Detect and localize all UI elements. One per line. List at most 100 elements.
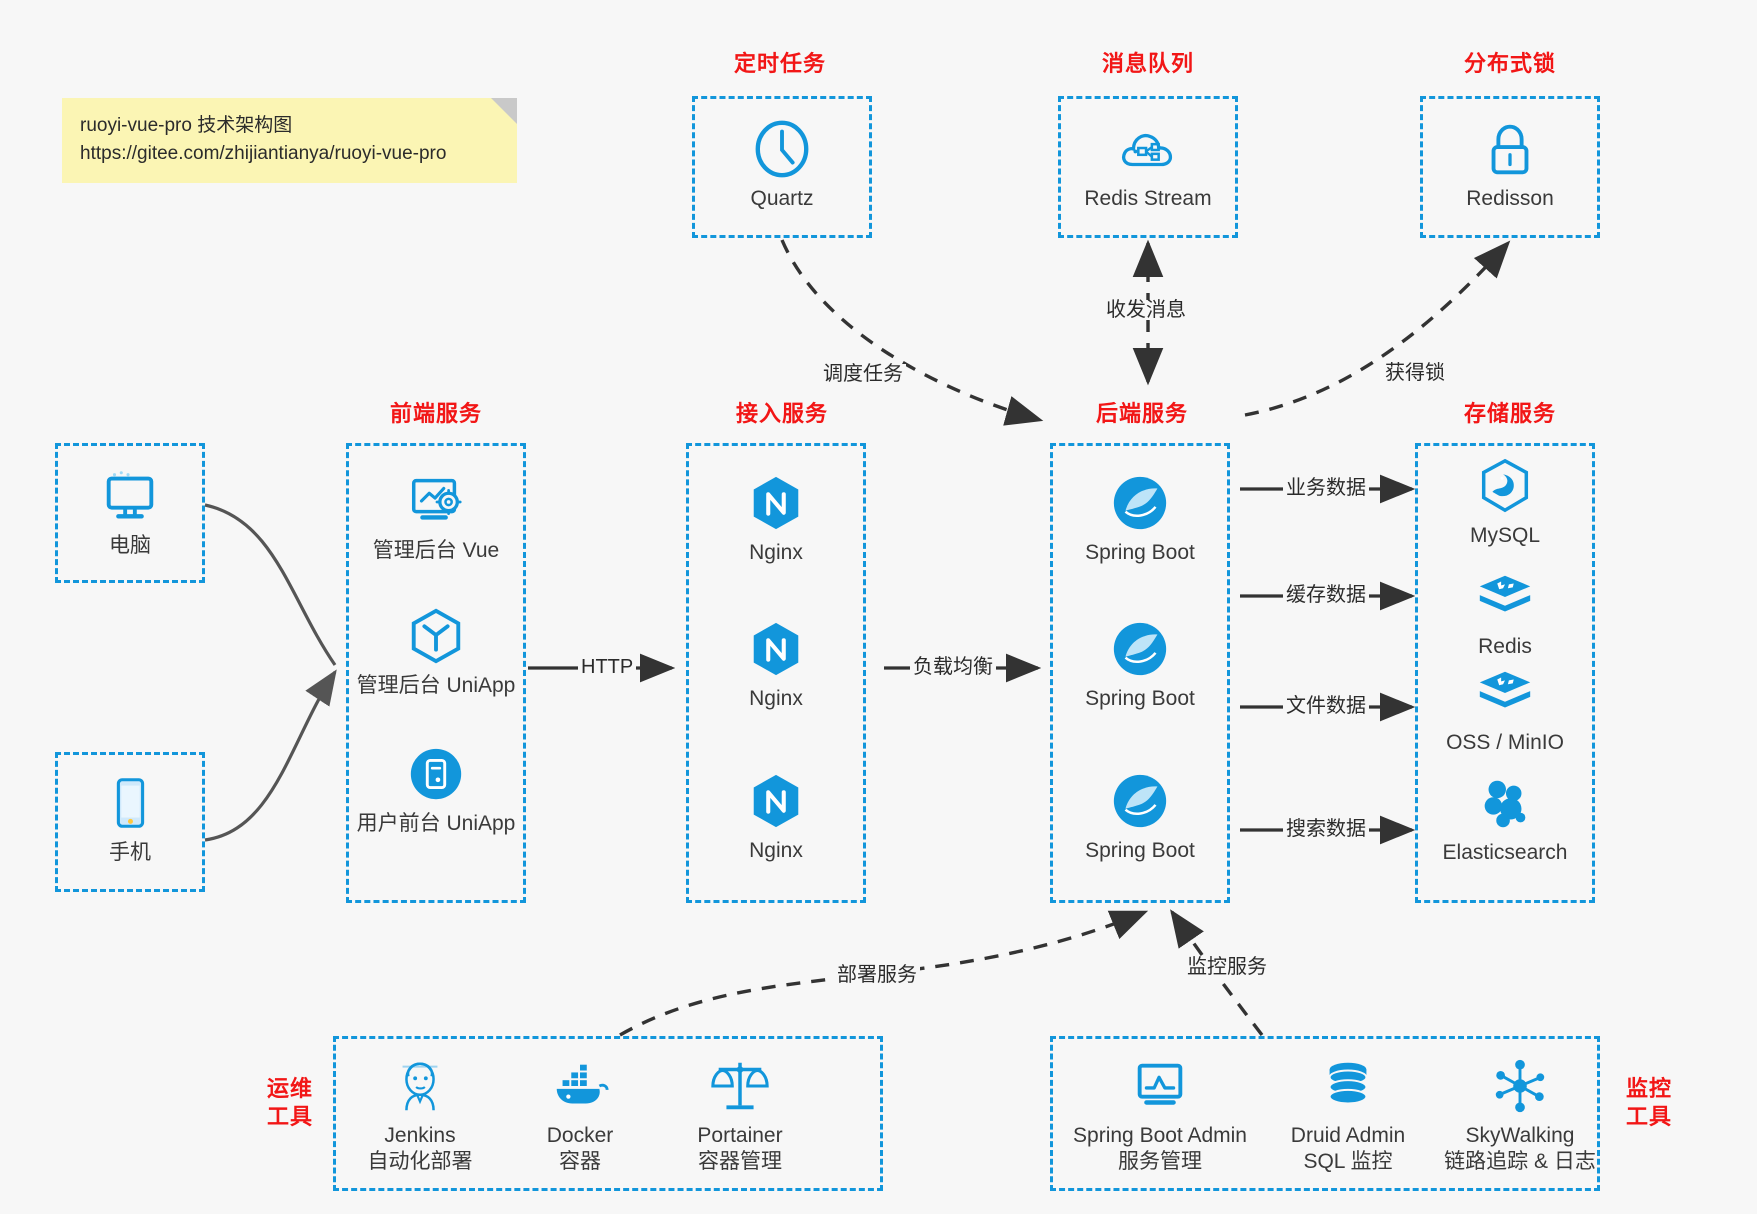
node-label: Nginx (749, 687, 803, 710)
nginx-icon (753, 774, 799, 828)
node-elasticsearch[interactable]: Elasticsearch (1415, 772, 1595, 866)
cube-icon (411, 608, 461, 664)
node-docker[interactable]: Docker 容器 (490, 1055, 670, 1176)
note-fold-corner (491, 98, 517, 124)
node-pc[interactable]: 电脑 (40, 465, 220, 559)
group-box-monitor-tools (1050, 1036, 1600, 1191)
app-circle-icon (410, 748, 462, 800)
group-header-distributed-lock: 分布式锁 (1463, 51, 1556, 76)
group-box-storage-service (1415, 443, 1595, 903)
monitor-header-line2: 工具 (1625, 1103, 1672, 1129)
node-sublabel: 容器 (559, 1150, 601, 1174)
group-header-scheduled-task: 定时任务 (733, 51, 826, 76)
edge-label-http: HTTP (578, 657, 637, 677)
edge-label-monitor-service: 监控服务 (1184, 957, 1270, 977)
node-springboot-1[interactable]: Spring Boot (1050, 472, 1230, 566)
node-druid-admin[interactable]: Druid Admin SQL 监控 (1258, 1055, 1438, 1176)
node-label: Spring Boot Admin (1073, 1124, 1247, 1147)
devops-header-line2: 工具 (266, 1103, 313, 1129)
node-spring-boot-admin[interactable]: Spring Boot Admin 服务管理 (1060, 1055, 1260, 1176)
group-header-gateway-service: 接入服务 (735, 401, 828, 426)
node-redisson[interactable]: Redisson (1420, 118, 1600, 212)
node-label: Portainer (697, 1124, 783, 1147)
group-header-message-queue: 消息队列 (1101, 51, 1194, 76)
node-sublabel: 容器管理 (698, 1150, 782, 1174)
edge-label-cache-data: 缓存数据 (1283, 585, 1369, 605)
cloud-stream-icon (1122, 134, 1173, 167)
node-skywalking[interactable]: SkyWalking 链路追踪 & 日志 (1430, 1055, 1610, 1176)
group-box-backend-service (1050, 443, 1230, 903)
node-nginx-2[interactable]: Nginx (686, 618, 866, 712)
edge-label-load-balance: 负载均衡 (910, 657, 996, 677)
node-sublabel: 链路追踪 & 日志 (1444, 1150, 1596, 1174)
dashboard-gear-icon (411, 478, 462, 520)
group-box-frontend-service (346, 443, 526, 903)
edge-label-acquire-lock: 获得锁 (1382, 363, 1448, 383)
scales-icon (711, 1062, 769, 1110)
monitor-header-line1: 监控 (1625, 1076, 1672, 1101)
node-portainer[interactable]: Portainer 容器管理 (650, 1055, 830, 1176)
node-label: Druid Admin (1290, 1124, 1406, 1147)
node-springboot-2[interactable]: Spring Boot (1050, 618, 1230, 712)
node-nginx-3[interactable]: Nginx (686, 770, 866, 864)
node-redis-stream[interactable]: Redis Stream (1058, 118, 1238, 212)
sticky-note: ruoyi-vue-pro 技术架构图 https://gitee.com/zh… (62, 98, 517, 184)
node-redis[interactable]: Redis (1415, 566, 1595, 660)
desktop-icon (106, 471, 154, 519)
node-admin-uniapp[interactable]: 管理后台 UniApp (346, 605, 526, 699)
node-sublabel: 自动化部署 (367, 1150, 473, 1174)
node-label: 用户前台 UniApp (356, 812, 516, 835)
edge-label-business-data: 业务数据 (1283, 478, 1369, 498)
node-mobile[interactable]: 手机 (40, 772, 220, 866)
edge-label-deploy-service: 部署服务 (834, 965, 920, 985)
node-label: Spring Boot (1085, 687, 1195, 710)
note-title: ruoyi-vue-pro 技术架构图 (80, 115, 293, 136)
spring-icon (1113, 622, 1167, 676)
group-header-devops-tools: 运维 工具 (255, 1075, 325, 1130)
node-admin-vue[interactable]: 管理后台 Vue (346, 470, 526, 564)
node-label: 管理后台 Vue (372, 539, 500, 562)
group-header-storage-service: 存储服务 (1463, 401, 1556, 426)
node-label: SkyWalking (1465, 1124, 1575, 1147)
node-label: Elasticsearch (1442, 841, 1568, 864)
group-header-monitor-tools: 监控 工具 (1614, 1075, 1684, 1130)
group-box-distributed-lock (1420, 96, 1600, 238)
node-label: Nginx (749, 541, 803, 564)
node-label: Redis Stream (1084, 187, 1212, 210)
node-sublabel: SQL 监控 (1303, 1150, 1393, 1174)
jenkins-icon (402, 1062, 438, 1111)
redis-stack-icon (1479, 575, 1531, 612)
node-label: Quartz (750, 187, 814, 210)
mysql-icon (1481, 458, 1529, 513)
storage-stack-icon (1479, 671, 1531, 708)
elasticsearch-icon (1484, 780, 1526, 828)
group-box-scheduled-task (692, 96, 872, 238)
node-user-uniapp[interactable]: 用户前台 UniApp (346, 743, 526, 837)
spring-icon (1113, 476, 1167, 530)
group-box-message-queue (1058, 96, 1238, 238)
node-sublabel: 服务管理 (1118, 1150, 1202, 1174)
edge-label-search-data: 搜索数据 (1283, 819, 1369, 839)
node-mysql[interactable]: MySQL (1415, 455, 1595, 549)
nginx-icon (753, 476, 799, 530)
devops-header-line1: 运维 (266, 1076, 313, 1101)
edge-label-send-receive-message: 收发消息 (1103, 300, 1189, 320)
node-label: 手机 (109, 841, 151, 864)
node-label: Jenkins (384, 1124, 456, 1147)
node-label: Spring Boot (1085, 541, 1195, 564)
group-box-mobile (55, 752, 205, 892)
node-jenkins[interactable]: Jenkins 自动化部署 (330, 1055, 510, 1176)
group-box-gateway-service (686, 443, 866, 903)
group-header-backend-service: 后端服务 (1095, 401, 1188, 426)
node-label: Spring Boot (1085, 839, 1195, 862)
node-label: Redis (1478, 635, 1532, 658)
edge-label-schedule-task: 调度任务 (820, 364, 906, 384)
node-label: MySQL (1469, 524, 1540, 547)
node-label: OSS / MinIO (1446, 731, 1564, 754)
database-icon (1328, 1062, 1368, 1105)
node-quartz[interactable]: Quartz (692, 118, 872, 212)
node-springboot-3[interactable]: Spring Boot (1050, 770, 1230, 864)
node-oss-minio[interactable]: OSS / MinIO (1415, 662, 1595, 756)
node-nginx-1[interactable]: Nginx (686, 472, 866, 566)
